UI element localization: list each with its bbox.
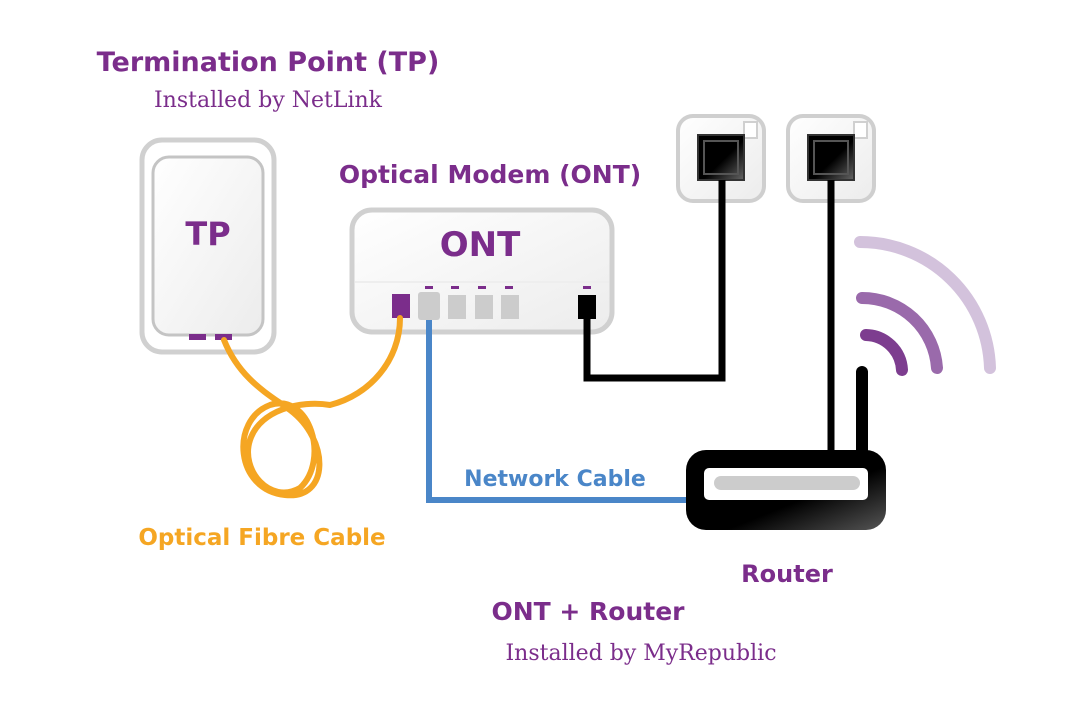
wifi-signal-icon <box>854 236 996 376</box>
termination-point-icon <box>139 137 277 355</box>
phone-cable <box>583 180 726 382</box>
ont-router-subtitle: Installed by MyRepublic <box>505 641 776 666</box>
network-cable-label: Network Cable <box>464 467 646 492</box>
phone-port <box>578 295 596 319</box>
lan-port-2 <box>448 295 466 319</box>
wall-socket-icon <box>786 114 876 203</box>
fibre-cable-label: Optical Fibre Cable <box>138 525 385 551</box>
wall-socket-icon <box>676 114 766 203</box>
tp-device-label: TP <box>185 215 230 253</box>
lan-port-1 <box>418 292 440 320</box>
ont-device-label: ONT <box>440 225 521 265</box>
fibre-port <box>392 294 410 318</box>
fibre-cable-line <box>221 315 403 499</box>
tp-title: Termination Point (TP) <box>97 47 440 78</box>
optical-modem-icon <box>349 207 615 335</box>
network-cable-line <box>426 320 690 503</box>
ont-router-title: ONT + Router <box>491 597 685 626</box>
lan-port-4 <box>501 295 519 319</box>
router-icon <box>686 450 886 530</box>
router-label: Router <box>741 560 833 588</box>
tp-subtitle: Installed by NetLink <box>154 88 383 113</box>
ont-title: Optical Modem (ONT) <box>339 160 641 189</box>
lan-port-3 <box>475 295 493 319</box>
